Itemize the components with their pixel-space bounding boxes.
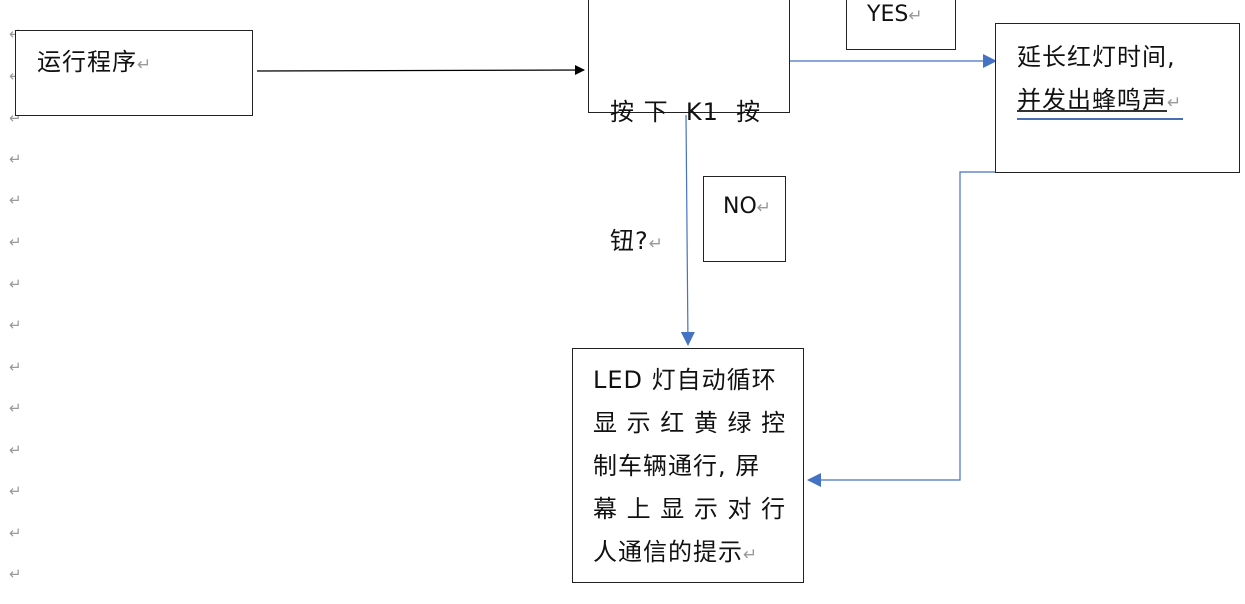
paragraph-mark: ↵ — [908, 6, 923, 26]
led-label-line: 人通信的提示 — [593, 538, 743, 566]
led-label-line: 显 示 红 黄 绿 控 — [593, 409, 787, 437]
led-label-line: 幕 上 显 示 对 行 — [593, 495, 787, 523]
paragraph-mark: ↵ — [9, 150, 22, 168]
decision-box: 按 下 K1 按 钮?↵ — [588, 0, 790, 255]
arrow-no-to-led — [680, 114, 695, 346]
paragraph-mark: ↵ — [137, 55, 153, 75]
paragraph-mark: ↵ — [9, 358, 22, 376]
paragraph-mark: ↵ — [9, 233, 22, 251]
paragraph-mark: ↵ — [756, 198, 772, 218]
yes-label: YES — [867, 2, 909, 27]
led-label-line: LED 灯自动循环 — [593, 366, 777, 394]
extend-label-line1: 延长红灯时间, — [1017, 43, 1176, 71]
paragraph-mark: ↵ — [648, 234, 664, 254]
paragraph-mark: ↵ — [9, 482, 22, 500]
no-label: NO — [723, 194, 757, 219]
paragraph-mark: ↵ — [9, 441, 22, 459]
led-box: LED 灯自动循环 显 示 红 黄 绿 控 制车辆通行, 屏 幕 上 显 示 对… — [572, 348, 804, 583]
paragraph-mark: ↵ — [1167, 93, 1183, 113]
extend-label-line2: 并发出蜂鸣声 — [1017, 86, 1167, 114]
paragraph-mark: ↵ — [9, 191, 22, 209]
paragraph-mark: ↵ — [743, 545, 759, 565]
led-label-line: 制车辆通行, 屏 — [593, 452, 761, 480]
yes-label-box: YES↵ — [846, 0, 956, 50]
start-box: 运行程序↵ — [15, 30, 253, 116]
arrow-start-to-decision — [256, 65, 585, 76]
decision-label-line1: 按 下 K1 按 — [610, 98, 762, 126]
start-label: 运行程序 — [37, 48, 137, 76]
paragraph-mark: ↵ — [9, 275, 22, 293]
paragraph-mark: ↵ — [9, 316, 22, 334]
decision-label-line2: 钮? — [610, 227, 649, 255]
no-label-box: NO↵ — [703, 176, 786, 262]
paragraph-mark: ↵ — [9, 399, 22, 417]
paragraph-mark: ↵ — [9, 565, 22, 583]
extend-box: 延长红灯时间, 并发出蜂鸣声↵ — [995, 23, 1240, 173]
grammar-underline — [1017, 118, 1183, 120]
paragraph-mark: ↵ — [9, 524, 22, 542]
arrow-extend-to-led — [807, 171, 1110, 487]
